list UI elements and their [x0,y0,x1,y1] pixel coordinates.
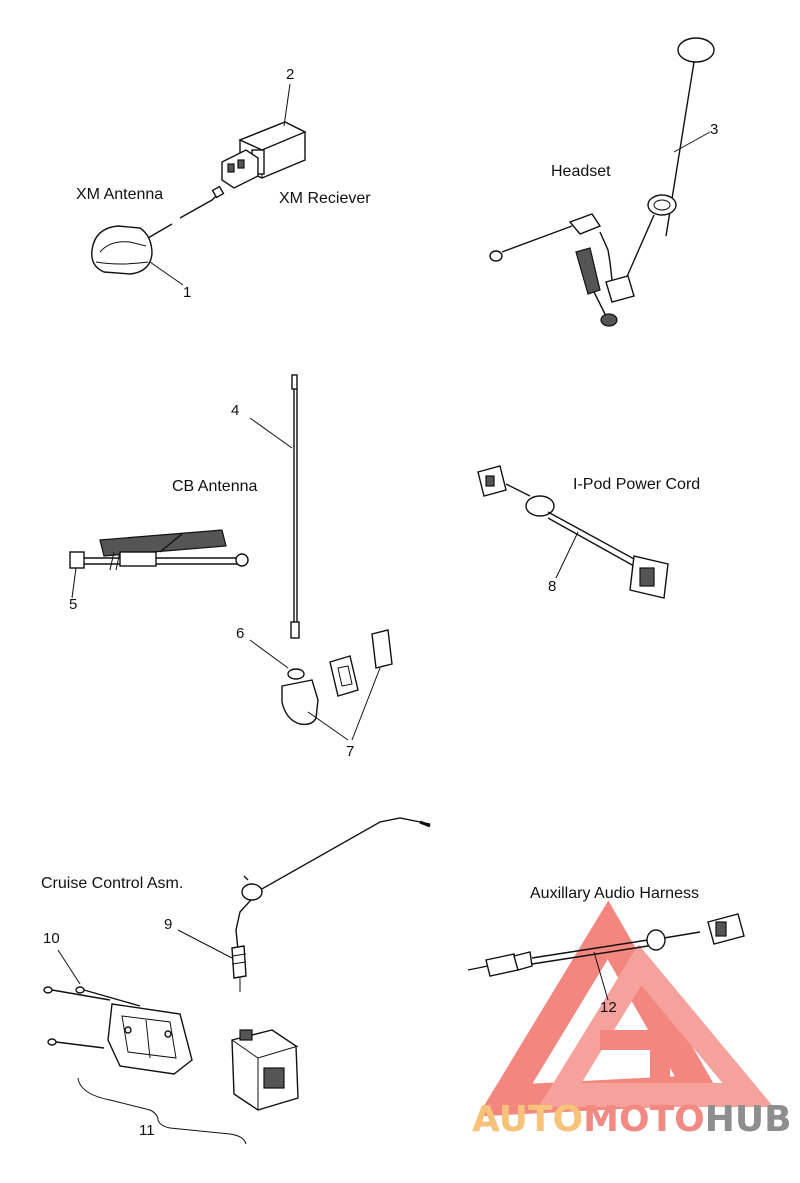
watermark-auto: AUTO [472,1099,584,1140]
label-ipod-power-cord: I-Pod Power Cord [573,476,701,493]
label-cruise-control: Cruise Control Asm. [41,875,184,892]
label-headset: Headset [551,163,611,180]
watermark-hub: HUB [704,1099,792,1140]
callout-3: 3 [710,121,719,138]
callout-10: 10 [43,930,60,947]
callout-1: 1 [183,284,192,301]
headset [489,37,715,327]
label-cb-antenna: CB Antenna [172,478,258,495]
callout-2: 2 [286,66,295,83]
label-xm-receiver: XM Reciever [279,190,371,207]
cruise-hardware [43,949,299,1145]
antenna-mount [249,629,393,741]
callout-5: 5 [69,596,78,613]
cb-cable [69,529,249,599]
watermark-moto: MOTO [583,1099,705,1140]
callout-9: 9 [164,916,173,933]
callout-12: 12 [600,999,617,1016]
label-xm-antenna: XM Antenna [76,186,164,203]
xm-antenna [91,185,225,286]
ipod-power-cord [477,465,669,599]
aux-audio-harness [467,913,745,1001]
callout-6: 6 [236,625,245,642]
callout-4: 4 [231,402,240,419]
watermark-logo [477,900,774,1117]
callout-7: 7 [346,743,355,760]
cruise-cable [177,817,431,992]
cb-antenna-mast [249,374,300,639]
label-aux-audio: Auxillary Audio Harness [530,885,699,902]
xm-receiver [221,83,307,189]
callout-11: 11 [139,1122,155,1139]
watermark-text: AUTOMOTOHUB [472,1099,792,1140]
callout-8: 8 [548,578,557,595]
